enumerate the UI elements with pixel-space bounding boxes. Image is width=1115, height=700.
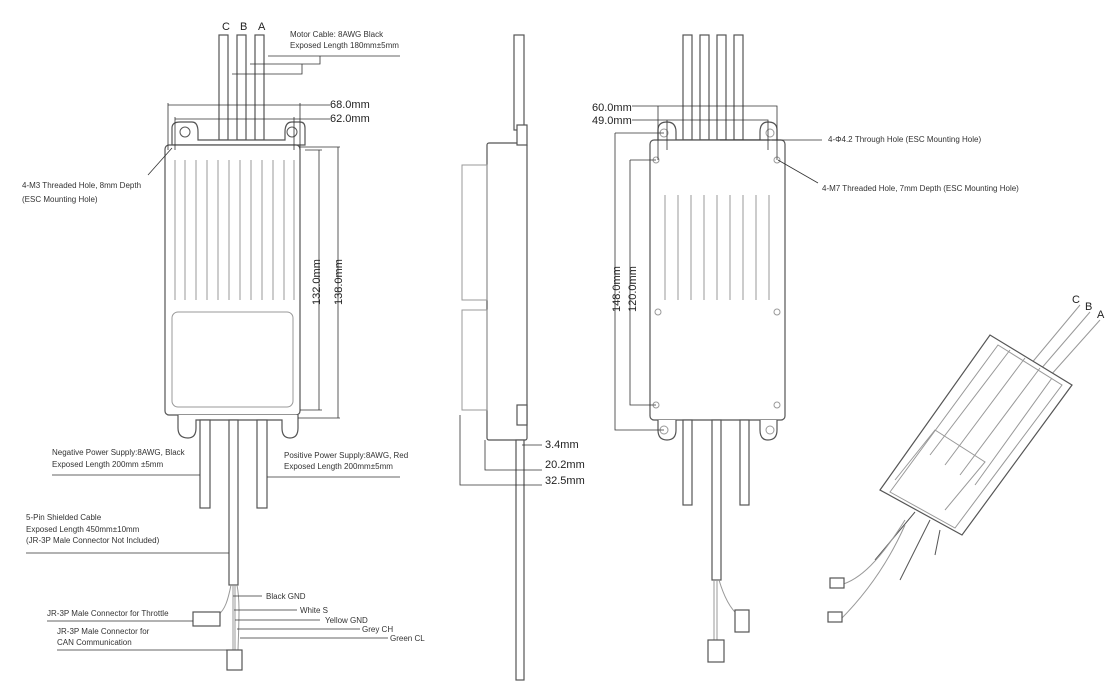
dim-hole-span: 132.0mm <box>311 259 323 305</box>
front-view: C B A Motor Cable: 8AWG Black Exposed Le… <box>22 21 425 671</box>
dim-back-hole-span: 120.0mm <box>627 266 639 312</box>
negative-label: Negative Power Supply:8AWG, Black <box>52 448 186 457</box>
phase-label-a: A <box>258 21 266 33</box>
signal-cable-note: (JR-3P Male Connector Not Included) <box>26 536 160 545</box>
negative-cable <box>199 419 211 509</box>
iso-phase-a: A <box>1097 309 1105 321</box>
dim-32-5: 32.5mm <box>545 475 585 487</box>
negative-length: Exposed Length 200mm ±5mm <box>52 460 163 469</box>
dim-back-inner-width: 49.0mm <box>592 115 632 127</box>
iso-view: C B A <box>827 294 1105 623</box>
motor-cable-length: Exposed Length 180mm±5mm <box>290 41 399 50</box>
dim-inner-width: 62.0mm <box>330 113 370 125</box>
dim-length: 138.0mm <box>333 259 345 305</box>
side-view: 3.4mm 20.2mm 32.5mm <box>459 34 585 681</box>
throttle-connector-label: JR-3P Male Connector for Throttle <box>47 609 169 618</box>
wire-black-gnd: Black GND <box>266 592 306 601</box>
dim-20-2: 20.2mm <box>545 459 585 471</box>
m3-hole-label: 4-M3 Threaded Hole, 8mm Depth <box>22 181 141 190</box>
back-view: 60.0mm 49.0mm 148.0mm 120.0mm 4-Φ4.2 Thr… <box>592 34 1019 663</box>
wire-grey-ch: Grey CH <box>362 625 393 634</box>
iso-phase-b: B <box>1085 301 1092 313</box>
esc-body-iso <box>879 334 1073 536</box>
dim-outer-width: 68.0mm <box>330 99 370 111</box>
can-connector-label: JR-3P Male Connector for <box>57 627 150 636</box>
iso-phase-c: C <box>1072 294 1080 306</box>
can-connector <box>226 649 243 671</box>
wire-white-s: White S <box>300 606 328 615</box>
esc-body-side <box>486 142 528 441</box>
motor-cable-label: Motor Cable: 8AWG Black <box>290 30 384 39</box>
wire-green-cl: Green CL <box>390 634 425 643</box>
positive-label: Positive Power Supply:8AWG, Red <box>284 451 408 460</box>
m7-hole-label: 4-M7 Threaded Hole, 7mm Depth (ESC Mount… <box>822 184 1019 193</box>
through-hole-label: 4-Φ4.2 Through Hole (ESC Mounting Hole) <box>828 135 981 144</box>
wire-yellow-gnd: Yellow GND <box>325 616 368 625</box>
motor-cables <box>218 34 265 141</box>
signal-cable-label: 5-Pin Shielded Cable <box>26 513 102 522</box>
phase-label-c: C <box>222 21 230 33</box>
signal-cable <box>228 419 239 586</box>
m3-hole-note: (ESC Mounting Hole) <box>22 195 98 204</box>
can-connector-label-2: CAN Communication <box>57 638 132 647</box>
signal-cable-length: Exposed Length 450mm±10mm <box>26 525 140 534</box>
dim-back-length: 148.0mm <box>611 266 623 312</box>
phase-label-b: B <box>240 21 247 33</box>
positive-length: Exposed Length 200mm±5mm <box>284 462 393 471</box>
throttle-connector <box>192 611 221 627</box>
positive-cable <box>256 419 268 509</box>
dim-back-outer-width: 60.0mm <box>592 102 632 114</box>
dim-3-4: 3.4mm <box>545 439 579 451</box>
